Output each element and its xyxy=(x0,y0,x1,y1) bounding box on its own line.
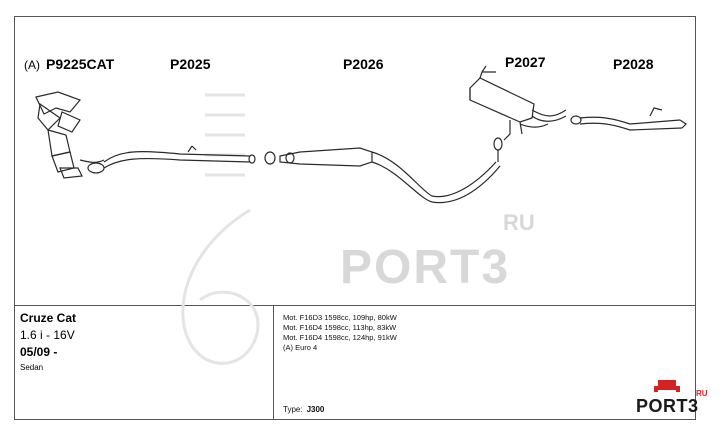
info-divider xyxy=(273,305,274,420)
motor-list: Mot. F16D3 1598cc, 109hp, 80kW Mot. F16D… xyxy=(283,313,397,353)
logo-ru: RU xyxy=(696,389,708,398)
rear-silencer xyxy=(469,65,567,141)
manifold-catalyst xyxy=(35,91,105,179)
part-label-front-pipe: P2025 xyxy=(170,56,211,72)
clamp xyxy=(264,151,276,165)
front-pipe xyxy=(103,145,256,169)
vehicle-date: 05/09 - xyxy=(20,345,58,359)
middle-silencer xyxy=(279,137,503,204)
logo-text: PORT3 xyxy=(636,396,699,416)
motor-line: Mot. F16D4 1598cc, 124hp, 91kW xyxy=(283,333,397,342)
part-label-middle-silencer: P2026 xyxy=(343,56,384,72)
watermark-ru: RU xyxy=(503,210,535,235)
brand-logo: RU PORT3 xyxy=(636,376,716,428)
vehicle-info: Cruze Cat 1.6 i - 16V 05/09 - Sedan xyxy=(20,311,76,372)
part-label-catalyst: (A) P9225CAT xyxy=(24,56,114,72)
vehicle-engine: 1.6 i - 16V xyxy=(20,328,75,342)
motor-line: (A) Euro 4 xyxy=(283,343,318,352)
part-label-tail-pipe: P2028 xyxy=(613,56,654,72)
type-row: Type:J300 xyxy=(283,405,324,414)
type-value: J300 xyxy=(306,405,325,414)
motor-line: Mot. F16D3 1598cc, 109hp, 80kW xyxy=(283,313,397,322)
section-divider xyxy=(14,305,696,306)
vehicle-model: Cruze Cat xyxy=(20,311,77,325)
type-label: Type: xyxy=(283,405,303,414)
watermark-swirl xyxy=(181,93,260,365)
diagram-frame xyxy=(14,16,696,420)
motor-line: Mot. F16D4 1598cc, 113hp, 83kW xyxy=(283,323,397,332)
vehicle-body: Sedan xyxy=(20,363,44,372)
tail-pipe xyxy=(570,107,687,131)
logo-mark-icon xyxy=(654,380,680,392)
watermark-text: PORT3 xyxy=(340,241,511,294)
euro-ref-prefix: (A) xyxy=(24,58,40,72)
part-number-catalyst: P9225CAT xyxy=(46,56,115,72)
part-label-rear-silencer: P2027 xyxy=(505,54,546,70)
